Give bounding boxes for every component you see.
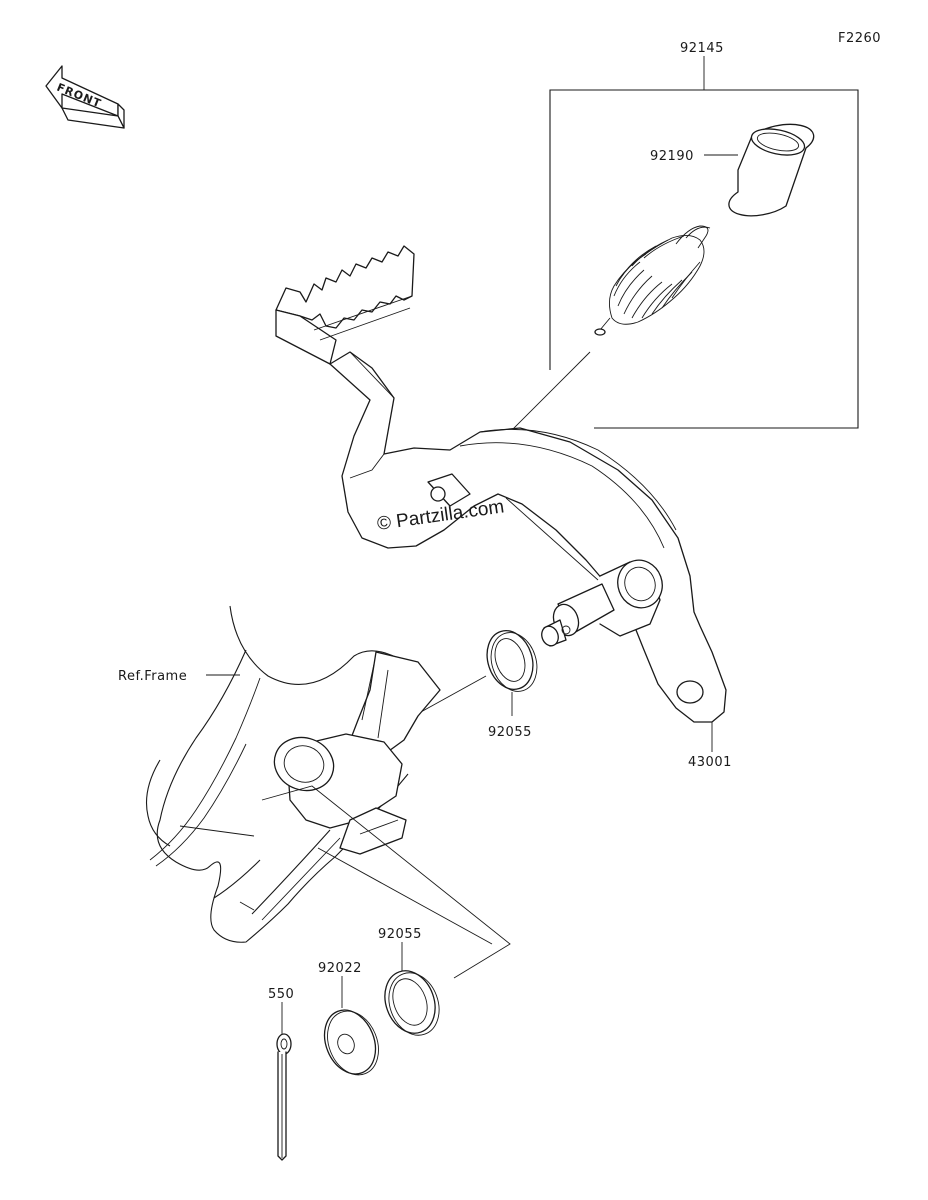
diagram-code: F2260 xyxy=(838,31,881,46)
washer-part[interactable] xyxy=(315,1002,387,1082)
seal-lower-part[interactable] xyxy=(377,964,448,1043)
label-92022[interactable]: 92022 xyxy=(318,961,362,976)
spring-part[interactable] xyxy=(594,225,711,336)
front-arrow-icon: FRONT xyxy=(45,65,125,129)
label-92055-upper[interactable]: 92055 xyxy=(488,725,532,740)
label-550[interactable]: 550 xyxy=(268,987,294,1002)
label-92145[interactable]: 92145 xyxy=(680,41,724,56)
label-ref-frame[interactable]: Ref.Frame xyxy=(118,669,187,684)
spring-assembly-group: 92145 92190 xyxy=(549,41,859,429)
cotter-pin-part[interactable] xyxy=(276,1033,292,1161)
seal-upper-part[interactable] xyxy=(480,625,544,698)
brake-pedal-part[interactable] xyxy=(275,245,727,723)
sleeve-part[interactable] xyxy=(728,123,815,217)
label-92055-lower[interactable]: 92055 xyxy=(378,927,422,942)
label-43001[interactable]: 43001 xyxy=(688,755,732,770)
frame-reference xyxy=(145,605,441,943)
label-92190[interactable]: 92190 xyxy=(650,149,694,164)
